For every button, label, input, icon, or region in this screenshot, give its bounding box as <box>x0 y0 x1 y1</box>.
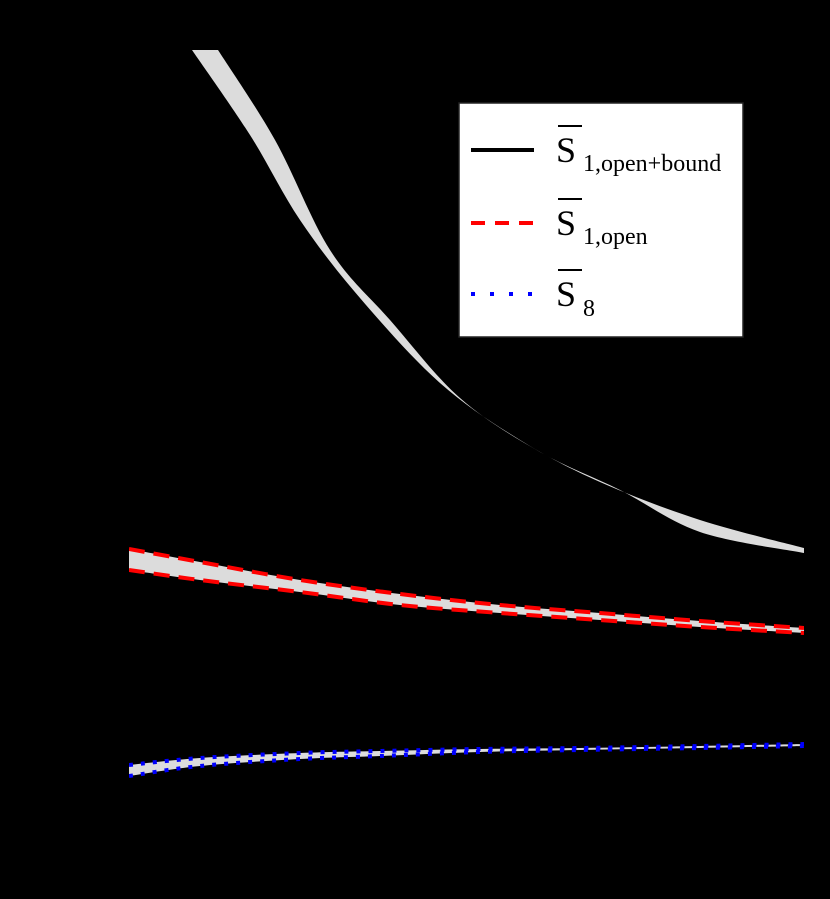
series-line-1-0 <box>129 547 804 630</box>
legend-label-sub: 8 <box>583 296 595 322</box>
series-line-2-1 <box>129 744 804 778</box>
legend-entry-open: S 1,open <box>471 198 648 250</box>
legend-label-sub: 1,open+bound <box>583 151 721 177</box>
legend-label-sub: 1,open <box>583 224 648 250</box>
legend-label-main: S <box>556 274 576 314</box>
legend-entry-open-bound: S 1,open+bound <box>471 125 721 177</box>
legend-label-main: S <box>556 203 576 243</box>
legend-label-main: S <box>556 130 576 170</box>
legend-entry-s8: S 8 <box>471 269 595 322</box>
legend-box <box>458 102 744 338</box>
series-line-1-1 <box>129 568 804 635</box>
series-lines <box>129 547 804 778</box>
legend: S 1,open+bound S 1,open S 8 <box>458 102 744 338</box>
